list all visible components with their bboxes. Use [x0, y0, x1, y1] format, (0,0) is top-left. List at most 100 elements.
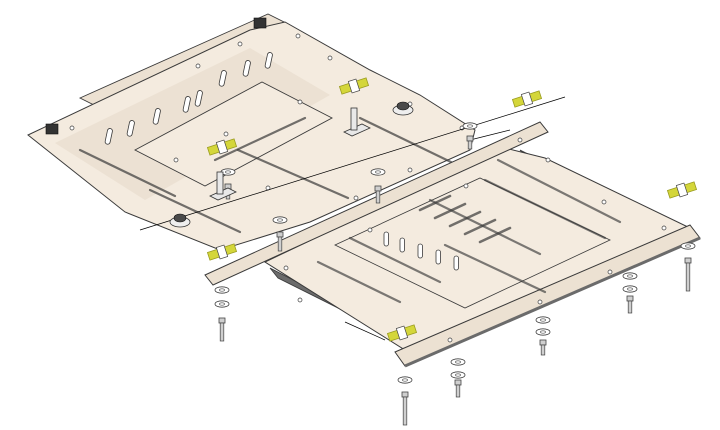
bolt — [401, 391, 409, 426]
washer-hole — [540, 318, 546, 322]
bolt-shank — [540, 344, 546, 356]
rear-plate-mount-hole — [517, 137, 523, 143]
washer — [450, 358, 466, 366]
washer-hole — [455, 360, 461, 364]
washer — [272, 216, 288, 224]
front-plate-rib — [358, 116, 457, 166]
bolt-head — [401, 391, 409, 398]
washer — [535, 328, 551, 336]
bolt-shank — [685, 262, 691, 292]
rear-plate-louvre — [463, 218, 497, 236]
front-plate-mount-hole — [407, 167, 413, 173]
front-plate-rib — [78, 148, 177, 198]
rear-plate-rib — [428, 198, 542, 256]
front-plate-vent-slot — [182, 96, 191, 113]
rear-plate-mount-hole — [661, 225, 667, 231]
rear-plate-vent-slot — [383, 231, 389, 247]
bushing-rubber — [173, 213, 187, 223]
rear-plate-vent-slot — [399, 237, 405, 253]
washer — [680, 242, 696, 250]
rear-plate-front-crossbar — [204, 121, 549, 286]
washer-hole — [375, 170, 381, 174]
front-plate-mount-hole — [297, 99, 303, 105]
washer-hole — [540, 330, 546, 334]
bolt-head — [626, 295, 634, 302]
washer-hole — [402, 378, 408, 382]
clip-nut-thread — [215, 244, 229, 260]
bolt — [454, 379, 462, 398]
rear-plate-rib — [316, 260, 402, 304]
mounting-bracket — [343, 107, 371, 137]
bolt-shank — [375, 190, 381, 204]
bolt — [466, 135, 474, 150]
washer — [622, 285, 638, 293]
front-plate-mount-hole — [295, 33, 301, 39]
washer — [622, 272, 638, 280]
bolt-shank — [467, 140, 473, 150]
rear-plate-crossbar-shadow — [404, 236, 701, 368]
hardware-group — [139, 77, 698, 426]
clip-nut-thread — [215, 139, 229, 155]
alignment-line — [139, 96, 566, 231]
front-plate-hook-tab — [253, 17, 267, 29]
front-plate-hook-tab — [45, 123, 59, 135]
bolt — [684, 257, 692, 292]
clip-nut — [386, 324, 418, 342]
bolt-head — [454, 379, 462, 386]
bolt-head — [374, 185, 382, 192]
rear-plate-rib — [483, 178, 607, 240]
washer-hole — [685, 244, 691, 248]
clip-nut — [206, 243, 238, 261]
rear-plate-rib — [443, 243, 547, 294]
mounting-bracket — [209, 171, 237, 201]
front-plate-vent-slot — [242, 60, 251, 77]
washer — [214, 300, 230, 308]
front-plate-vent-slot — [152, 108, 161, 125]
rubber-bushing — [169, 213, 191, 228]
rear-plate-mount-hole — [367, 227, 373, 233]
rear-plate-rib — [496, 158, 622, 224]
washer-hole — [219, 288, 225, 292]
washer — [450, 371, 466, 379]
bolt-shank — [455, 384, 461, 398]
rear-plate-mount-hole — [283, 265, 289, 271]
washer — [397, 376, 413, 384]
bolt — [276, 231, 284, 252]
washer-hole — [455, 373, 461, 377]
front-plate-raised-panel — [134, 81, 333, 187]
bracket-post — [350, 107, 358, 131]
front-plate-rib — [213, 116, 307, 162]
washer-hole — [219, 302, 225, 306]
front-plate-rib — [148, 188, 242, 234]
rear-plate-mount-hole — [545, 157, 551, 163]
rear-skid-plate — [204, 121, 701, 368]
washer — [535, 316, 551, 324]
bolt-shank — [219, 322, 225, 342]
front-plate-mount-hole — [223, 131, 229, 137]
washer — [214, 286, 230, 294]
bolt — [374, 185, 382, 204]
front-plate-mount-hole — [353, 195, 359, 201]
front-plate-vent-slot — [104, 128, 113, 145]
front-plate-vent-slot — [218, 70, 227, 87]
rear-plate-mount-hole — [601, 199, 607, 205]
rear-plate-louvre — [418, 194, 452, 212]
rubber-bushing — [392, 101, 414, 116]
washer-hole — [627, 287, 633, 291]
washer — [462, 122, 478, 130]
rear-plate-vent-slot — [435, 249, 441, 265]
bolt — [626, 295, 634, 314]
bracket-post — [216, 171, 224, 195]
front-plate-mount-hole — [173, 157, 179, 163]
washer-hole — [225, 170, 231, 174]
bolt — [539, 339, 547, 356]
rear-plate-mount-hole — [297, 297, 303, 303]
front-plate-mount-hole — [327, 55, 333, 61]
front-plate-mount-hole — [195, 63, 201, 69]
rear-plate-mount-hole — [607, 269, 613, 275]
bolt-shank — [277, 236, 283, 252]
rear-plate-rib — [348, 236, 442, 284]
bolt-shank — [627, 300, 633, 314]
front-plate-mount-hole — [69, 125, 75, 131]
